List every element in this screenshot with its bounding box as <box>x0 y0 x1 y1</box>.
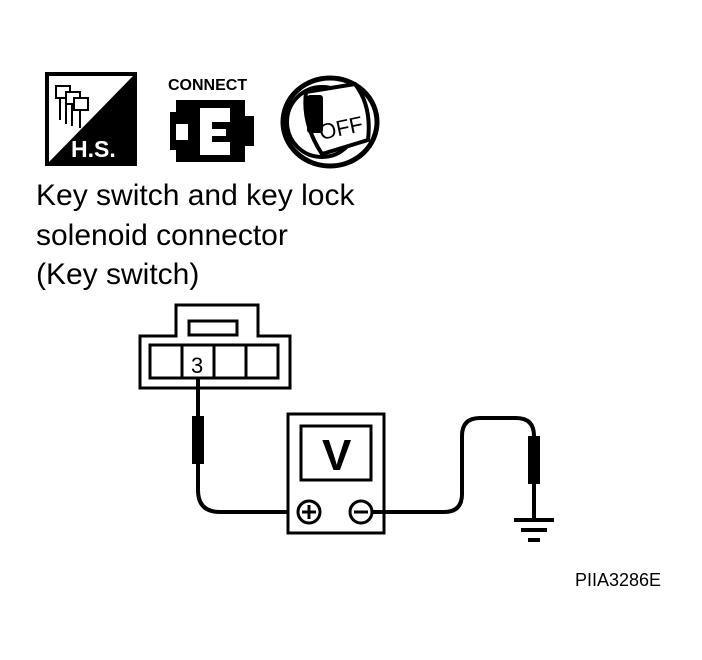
caption-line-1: Key switch and key lock <box>36 179 355 212</box>
reference-code: PIIA3286E <box>575 570 661 590</box>
key-switch-connector: 3 <box>138 303 292 390</box>
negative-probe-wire <box>372 416 540 518</box>
connector-pin-number: 3 <box>191 353 203 378</box>
connect-icon: CONNECT <box>168 77 254 162</box>
negative-terminal-icon <box>348 499 374 525</box>
meter-mode-label: V <box>322 431 352 480</box>
harness-sensor-icon: H.S. <box>45 72 137 166</box>
connect-label: CONNECT <box>168 77 247 94</box>
voltmeter: V <box>286 412 386 535</box>
connector-harness-glyph <box>55 85 89 128</box>
caption-line-3: (Key switch) <box>36 258 199 291</box>
positive-terminal-icon <box>296 499 322 525</box>
positive-probe-wire <box>192 378 300 514</box>
ignition-off-icon: OFF <box>280 75 380 169</box>
caption-line-2: solenoid connector <box>36 219 288 252</box>
harness-label: H.S. <box>71 136 116 162</box>
ground-icon <box>514 518 554 542</box>
